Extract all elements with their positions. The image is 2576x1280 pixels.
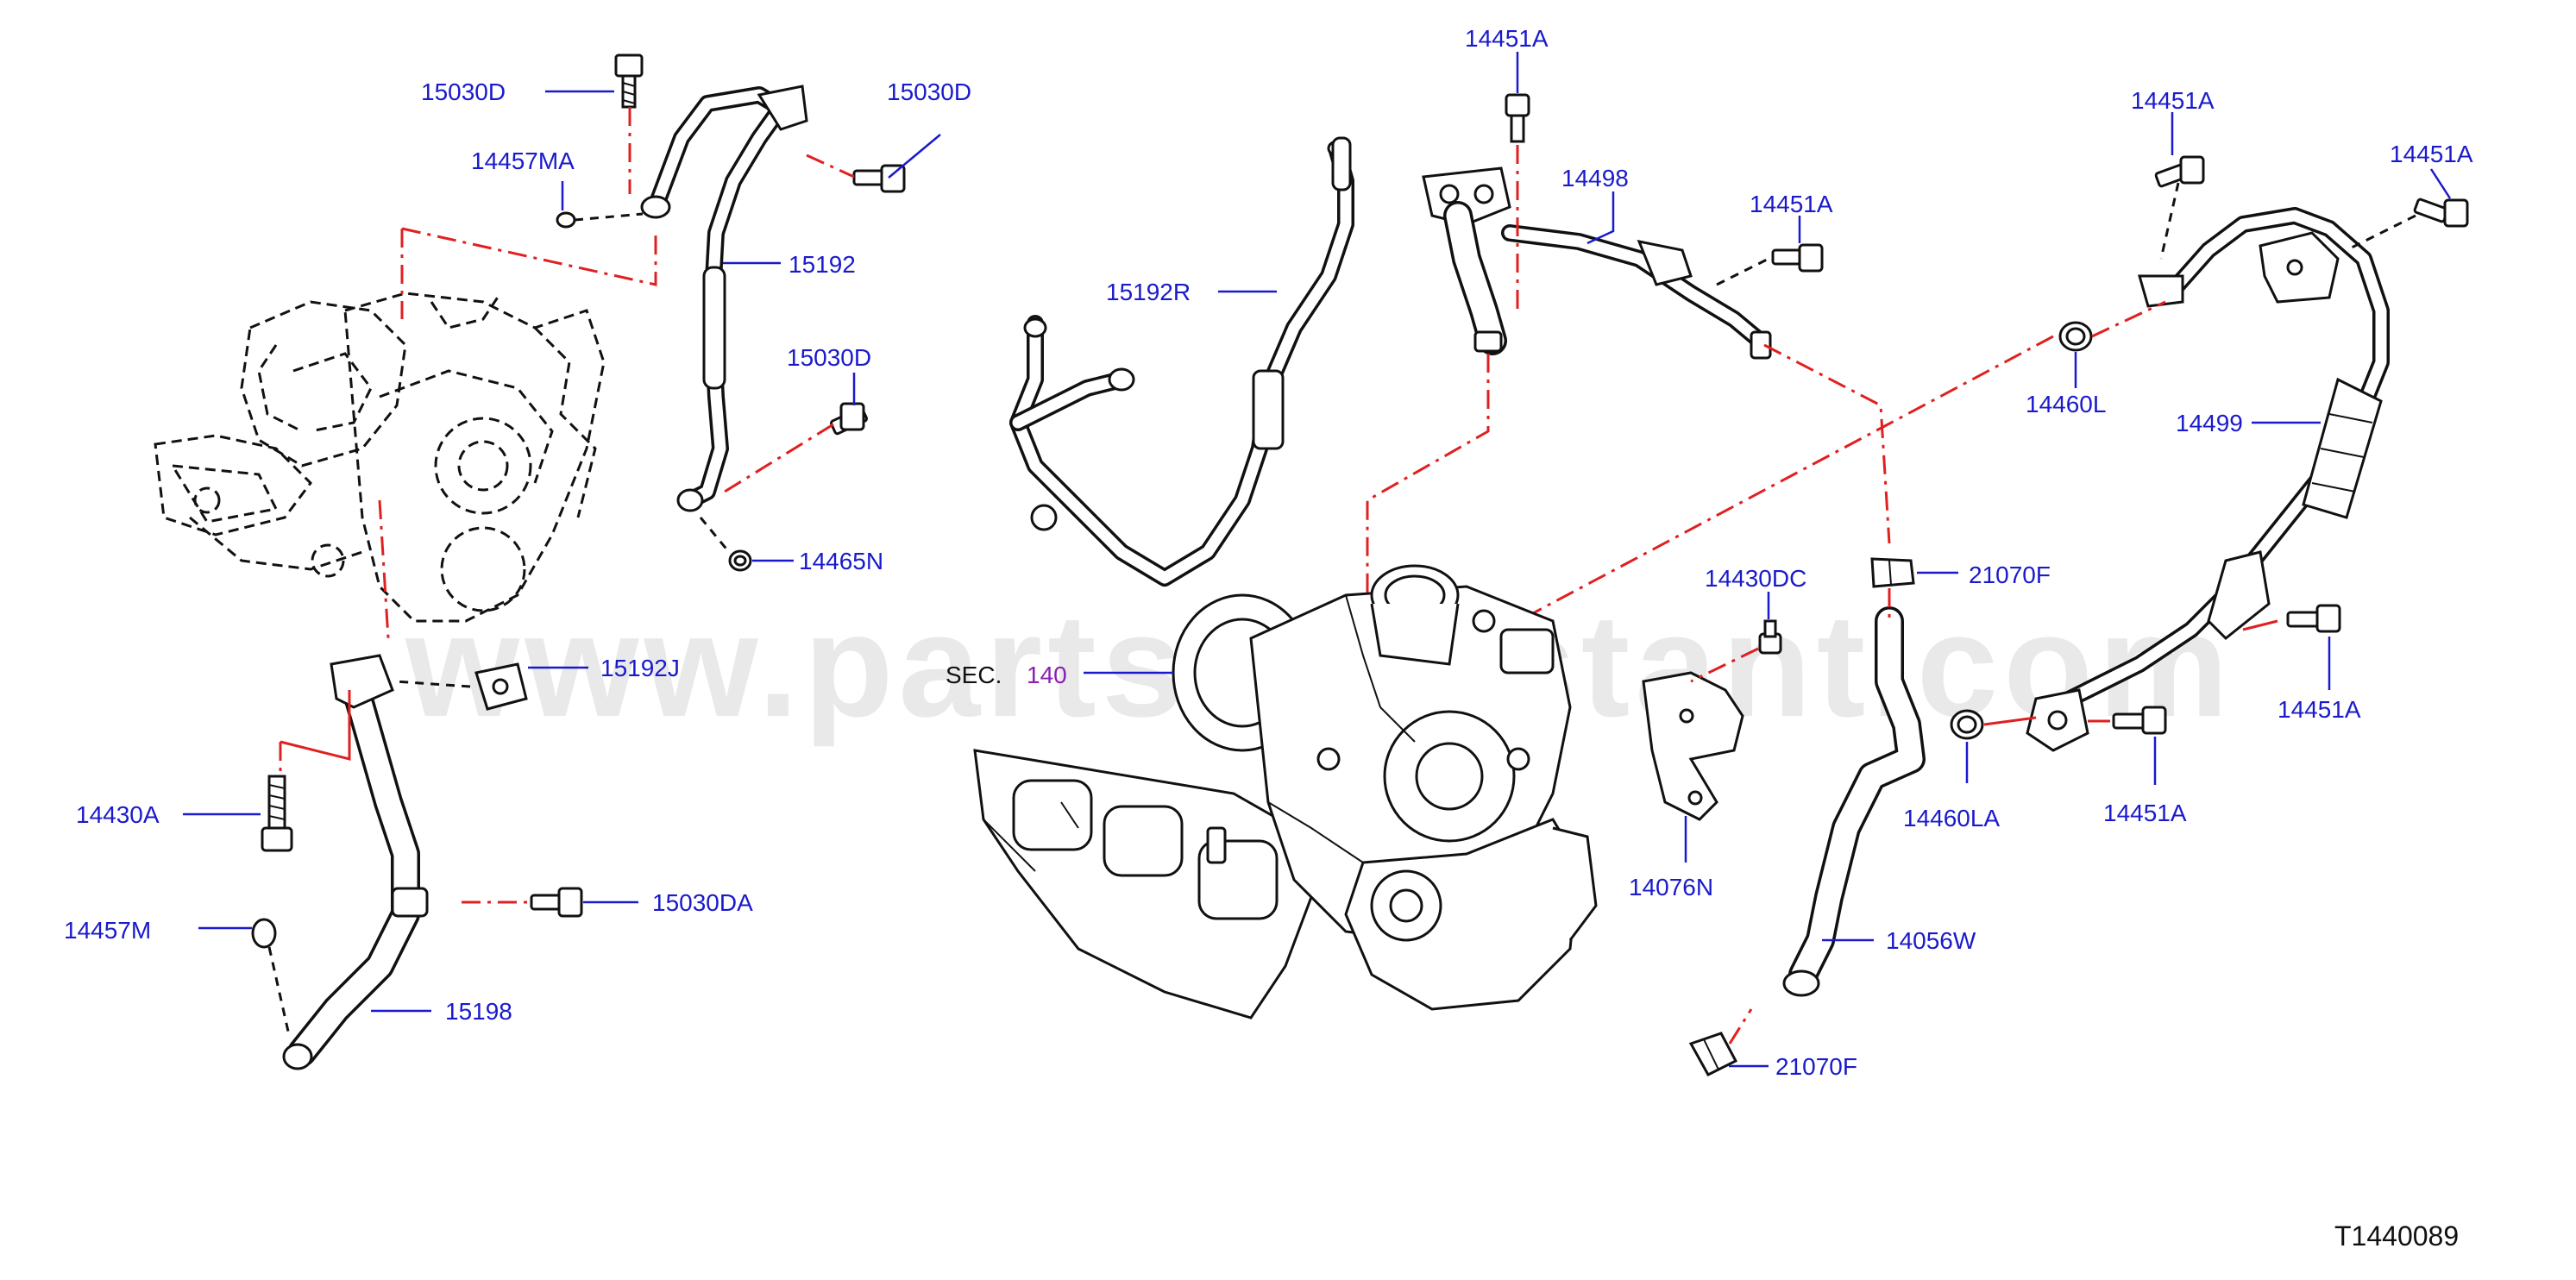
label-15030D-right[interactable]: 15030D [887, 78, 971, 105]
label-14430A[interactable]: 14430A [76, 801, 160, 828]
clamp-21070F-top[interactable] [1870, 557, 1915, 588]
turbocharger-sec-140[interactable] [973, 564, 1598, 1020]
label-14056W[interactable]: 14056W [1886, 927, 1976, 954]
label-14451A-right-low[interactable]: 14451A [2103, 800, 2187, 826]
water-hose-14056W[interactable] [1782, 606, 1926, 997]
sec-prefix: SEC. [946, 662, 1002, 688]
gasket-14460LA[interactable] [1950, 709, 1984, 740]
label-15198[interactable]: 15198 [445, 998, 512, 1025]
bolt-14451A-right-top-a[interactable] [2154, 155, 2205, 188]
label-14451A-top[interactable]: 14451A [1465, 25, 1549, 52]
bolt-14451A-right-low[interactable] [2112, 706, 2167, 735]
label-14076N[interactable]: 14076N [1629, 874, 1713, 900]
label-14498[interactable]: 14498 [1561, 165, 1629, 191]
label-14451A-right-top-b[interactable]: 14451A [2390, 141, 2473, 167]
label-14451A-right-top-a[interactable]: 14451A [2131, 87, 2215, 114]
coolant-pipe-14499[interactable] [2026, 207, 2390, 752]
label-15030D-top[interactable]: 15030D [421, 78, 506, 105]
bolt-15030D-top[interactable] [614, 53, 644, 109]
washer-14457M[interactable] [251, 918, 277, 949]
clamp-21070F-bottom[interactable] [1688, 1032, 1738, 1076]
bolt-14451A-top[interactable] [1505, 93, 1530, 143]
bolt-15030D-mid[interactable] [829, 402, 869, 436]
washer-14457MA[interactable] [556, 211, 576, 229]
label-14451A-mid[interactable]: 14451A [1750, 191, 1833, 217]
gasket-14460L[interactable] [2058, 321, 2093, 352]
label-15192R[interactable]: 15192R [1106, 279, 1191, 305]
label-14460L[interactable]: 14460L [2026, 391, 2106, 417]
label-15030DA[interactable]: 15030DA [652, 889, 753, 916]
bolt-14451A-right-top-b[interactable] [2413, 198, 2469, 228]
label-14451A-right-mid[interactable]: 14451A [2278, 696, 2361, 723]
bracket-14076N[interactable] [1642, 671, 1744, 821]
label-21070F-top[interactable]: 21070F [1969, 562, 2051, 588]
oil-feed-pipe-15192[interactable] [640, 85, 808, 512]
oil-pipe-15192R[interactable] [1009, 136, 1354, 587]
label-21070F-bottom[interactable]: 21070F [1775, 1053, 1857, 1080]
sec-number-link[interactable]: 140 [1027, 662, 1067, 688]
label-14457MA[interactable]: 14457MA [471, 147, 575, 174]
oil-return-pipe-15198[interactable] [282, 654, 429, 1070]
label-14457M[interactable]: 14457M [64, 917, 151, 944]
label-15192[interactable]: 15192 [789, 251, 856, 278]
label-14465N[interactable]: 14465N [799, 548, 883, 574]
bolt-15030D-right[interactable] [852, 164, 906, 193]
coolant-pipe-14498[interactable] [1422, 166, 1772, 360]
washer-14465N[interactable] [728, 549, 752, 572]
label-14460LA[interactable]: 14460LA [1903, 805, 2000, 831]
bolt-14451A-right-mid[interactable] [2286, 604, 2341, 633]
bolt-14451A-mid[interactable] [1771, 243, 1824, 273]
engine-block-ghost [154, 292, 606, 623]
label-15030D-mid[interactable]: 15030D [787, 344, 871, 371]
label-14499[interactable]: 14499 [2176, 410, 2243, 436]
bolt-14430DC[interactable] [1758, 619, 1782, 655]
bolt-15030DA[interactable] [530, 887, 583, 918]
label-14430DC[interactable]: 14430DC [1705, 565, 1806, 592]
bolt-14430A[interactable] [261, 775, 293, 852]
label-15192J[interactable]: 15192J [600, 655, 680, 681]
gasket-15192J[interactable] [474, 662, 528, 711]
figure-id: T1440089 [2334, 1220, 2459, 1252]
